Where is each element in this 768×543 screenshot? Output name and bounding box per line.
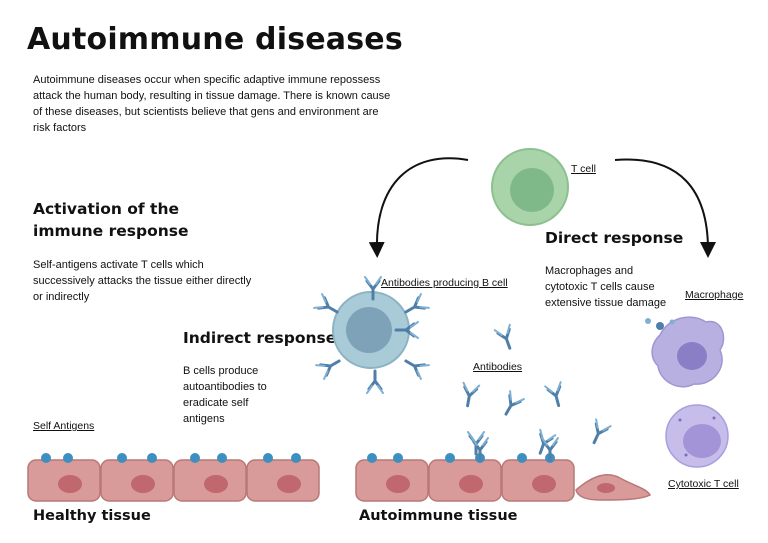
indirect-heading: Indirect response: [183, 329, 337, 347]
t-cell-label: T cell: [571, 163, 596, 175]
b-cell-label: Antibodies producing B cell: [381, 277, 508, 289]
direct-text: Macrophages and cytotoxic T cells cause …: [545, 265, 667, 309]
b-cell-icon: [312, 275, 431, 395]
direct-heading: Direct response: [545, 229, 684, 247]
healthy-tissue-icon: [27, 453, 320, 502]
macrophage-label: Macrophage: [685, 289, 744, 301]
indirect-text: B cells produce autoantibodies to eradic…: [183, 365, 267, 425]
macrophage-icon: [645, 316, 725, 388]
cytotoxic-label: Cytotoxic T cell: [668, 478, 739, 490]
autoimmune-tissue-label: Autoimmune tissue: [359, 508, 518, 524]
antibody-cluster-icon: [458, 323, 613, 458]
arrow-to-indirect: [368, 157, 469, 258]
activation-heading: Activation of the immune response: [33, 200, 189, 240]
activation-text: Self-antigens activate T cells which suc…: [33, 259, 252, 303]
healthy-tissue-label: Healthy tissue: [33, 508, 151, 524]
intro-text: Autoimmune diseases occur when specific …: [33, 74, 391, 134]
self-antigens-label: Self Antigens: [33, 420, 95, 432]
page-title: Autoimmune diseases: [27, 22, 403, 57]
antibodies-label: Antibodies: [473, 361, 523, 373]
autoimmune-tissue-icon: [355, 436, 652, 502]
t-cell-icon: [491, 148, 569, 226]
cytotoxic-t-cell-icon: [665, 404, 729, 468]
arrow-to-direct: [614, 158, 716, 258]
